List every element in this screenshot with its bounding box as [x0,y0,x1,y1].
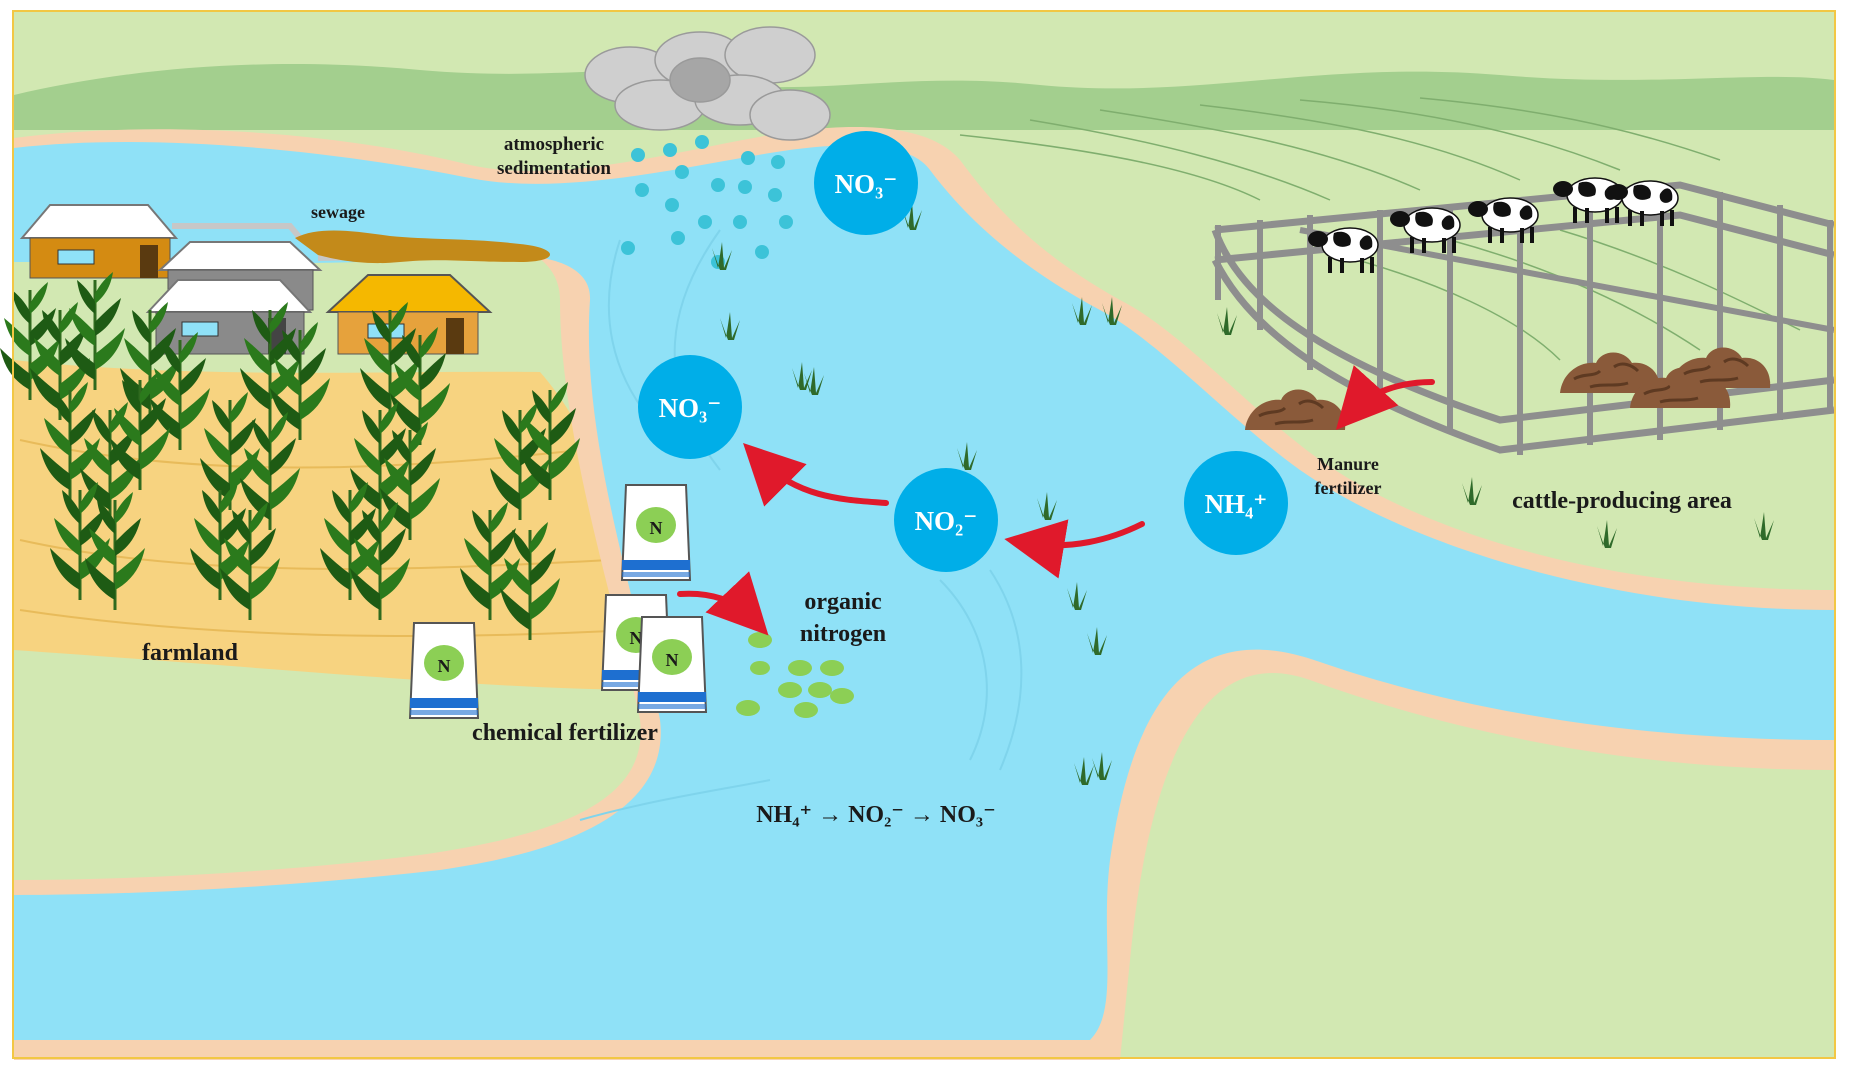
ion-no3-mid: NO₃⁻ [638,355,742,459]
ion-no3-top: NO₃⁻ [814,131,918,235]
svg-text:NO₃⁻: NO₃⁻ [659,393,722,423]
ion-no2: NO₂⁻ [894,468,998,572]
label-sewage: sewage [311,202,365,222]
fertilizer-bag: N [601,594,671,691]
label-cattle-area: cattle-producing area [1512,488,1732,514]
arrow-nh4-to-no2 [1004,519,1145,579]
label-reaction: NH₄⁺ → NO₂⁻ → NO₃⁻ [756,802,996,828]
arrow-fertilizer-to-organic [677,571,769,636]
sewage-pipe [172,223,303,240]
label-chemical-fertilizer: chemical fertilizer [472,720,658,746]
river-current-line [939,579,988,761]
fertilizer-bag: N [409,622,479,719]
river-current-line [989,569,1023,771]
label-fertilizer: fertilizer [1315,478,1382,498]
bag-letter: N [650,518,663,538]
arrow-manure-to-pile [1335,365,1435,430]
ion-nh4: NH₄⁺ [1184,451,1288,555]
river-current-line [579,779,771,821]
bag-letter: N [630,628,643,648]
label-atmospheric: atmospheric [504,134,604,155]
svg-text:NH₄⁺: NH₄⁺ [1205,489,1268,519]
diagram-frame [12,10,1836,1059]
bag-letter: N [666,650,679,670]
organic-nitrogen-particles [736,632,854,718]
distant-hills [14,64,1834,130]
label-farmland: farmland [142,640,239,666]
label-manure: Manure [1317,454,1379,474]
fertilizer-bag: N [637,616,707,713]
bag-letter: N [438,656,451,676]
house-4 [325,274,493,355]
arrow-no2-to-no3 [743,443,889,507]
svg-text:NO₃⁻: NO₃⁻ [835,169,898,199]
label-organic: organic [804,589,882,615]
house-1 [19,204,179,279]
fertilizer-bag: N [621,484,691,581]
label-nitrogen: nitrogen [800,621,886,647]
label-sedimentation: sedimentation [497,158,611,179]
sewage-outflow [295,230,550,264]
svg-text:NO₂⁻: NO₂⁻ [915,506,978,536]
river-water [14,141,1834,1040]
rain-cloud [584,26,831,141]
